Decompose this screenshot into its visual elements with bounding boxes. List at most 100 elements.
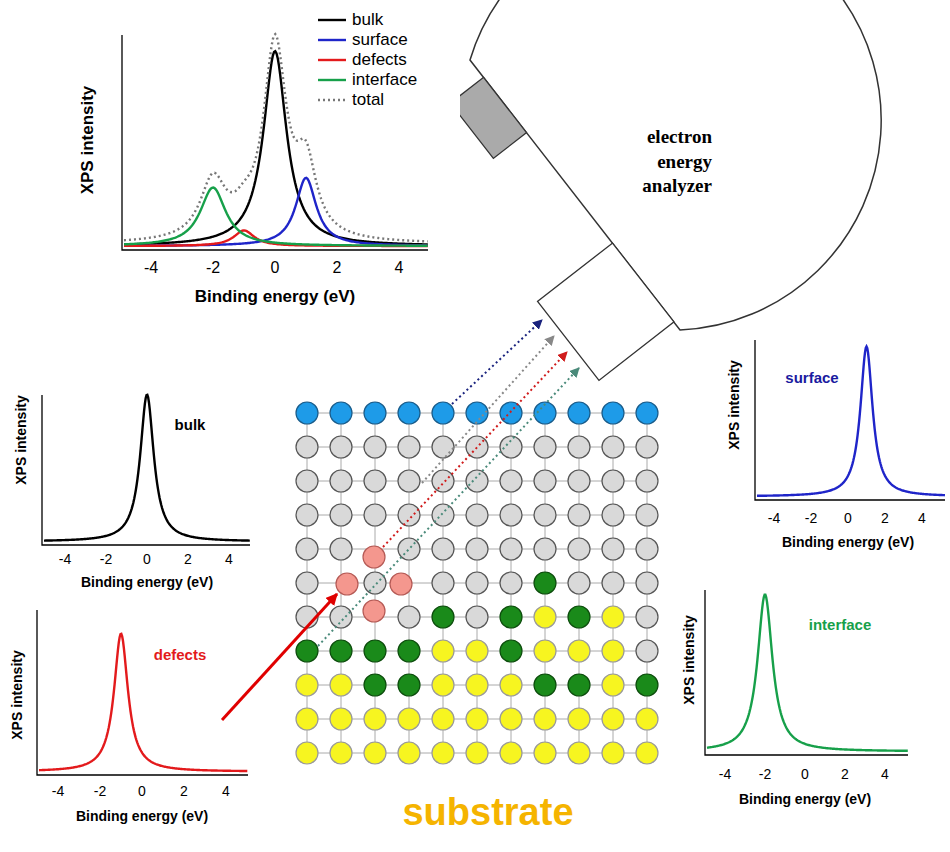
spectrum-plot xyxy=(37,610,248,775)
spectrum-plot xyxy=(755,340,945,500)
substrate-atom xyxy=(534,742,556,764)
substrate-atom xyxy=(432,640,454,662)
tick-label: 4 xyxy=(881,767,889,782)
photoelectron-arrow xyxy=(422,336,554,483)
panel-title: bulk xyxy=(175,417,206,434)
hemisphere xyxy=(470,0,881,330)
legend-line xyxy=(318,99,346,101)
bulk-atom xyxy=(296,470,318,492)
legend-text: defects xyxy=(352,50,407,70)
interface-atom xyxy=(330,640,352,662)
atom-lattice xyxy=(296,402,658,764)
bulk-atom xyxy=(602,436,624,458)
analyzer-shape: electron energy analyzer xyxy=(460,0,950,392)
substrate-atom xyxy=(364,742,386,764)
bulk-atom xyxy=(500,572,522,594)
bulk-atom xyxy=(636,538,658,560)
bulk-atom xyxy=(398,538,420,560)
tick-label: 0 xyxy=(801,767,809,782)
legend-sample xyxy=(318,70,348,90)
bulk-atom xyxy=(296,538,318,560)
bulk-atom xyxy=(296,436,318,458)
bulk-atom xyxy=(364,572,386,594)
defect-atom xyxy=(390,573,412,595)
photoelectron-paths xyxy=(318,320,579,646)
bulk-atom xyxy=(398,470,420,492)
legend-line xyxy=(318,39,346,41)
bulk-atom xyxy=(568,470,590,492)
axis-title: XPS intensity xyxy=(727,360,742,449)
bulk-atom xyxy=(534,436,556,458)
surface-atom xyxy=(364,402,386,424)
bulk-atom xyxy=(636,572,658,594)
substrate-atom xyxy=(568,640,590,662)
tick-label: -2 xyxy=(805,511,817,526)
legend-text: interface xyxy=(352,70,417,90)
peak-curve xyxy=(124,178,428,246)
bulk-atom xyxy=(534,538,556,560)
bulk-atom xyxy=(568,538,590,560)
bulk-atom xyxy=(636,606,658,628)
bulk-atom xyxy=(432,436,454,458)
bulk-atom xyxy=(500,504,522,526)
substrate-atom xyxy=(500,742,522,764)
bulk-atom xyxy=(602,504,624,526)
lens-tube xyxy=(538,243,674,380)
substrate-atom xyxy=(466,640,488,662)
substrate-atom xyxy=(296,708,318,730)
substrate-atom xyxy=(330,674,352,696)
axis-title: XPS intensity xyxy=(10,650,25,739)
region-label: substrate xyxy=(402,792,573,834)
surface-atom xyxy=(568,402,590,424)
peak-curve xyxy=(124,188,428,246)
interface-atom xyxy=(398,640,420,662)
tick-label: 2 xyxy=(881,511,889,526)
axis-title: Binding energy (eV) xyxy=(739,792,871,807)
substrate-atom xyxy=(602,674,624,696)
interface-atom xyxy=(500,606,522,628)
peak-curve xyxy=(757,347,945,496)
instrument-label: electron energy analyzer xyxy=(588,125,712,199)
bulk-atom xyxy=(330,436,352,458)
bulk-atom xyxy=(330,606,352,628)
bulk-atom xyxy=(636,640,658,662)
substrate-atom xyxy=(330,708,352,730)
substrate-atom xyxy=(364,708,386,730)
legend-text: surface xyxy=(352,30,408,50)
bulk-atom xyxy=(432,538,454,560)
defect-atom xyxy=(363,600,385,622)
bulk-atom xyxy=(296,504,318,526)
bulk-atom xyxy=(534,504,556,526)
substrate-atom xyxy=(534,640,556,662)
interface-atom xyxy=(432,606,454,628)
plot-axes xyxy=(37,610,248,775)
tick-label: 4 xyxy=(395,259,404,277)
surface-atom xyxy=(466,402,488,424)
bulk-atom xyxy=(636,436,658,458)
interface-atom xyxy=(296,640,318,662)
substrate-atom xyxy=(534,606,556,628)
tick-label: 2 xyxy=(841,767,849,782)
surface-atom xyxy=(432,402,454,424)
panel-title: interface xyxy=(809,617,872,634)
tick-label: 2 xyxy=(333,259,342,277)
substrate-atom xyxy=(296,674,318,696)
substrate-atom xyxy=(602,742,624,764)
bulk-atom xyxy=(398,606,420,628)
interface-atom xyxy=(636,674,658,696)
legend-text: bulk xyxy=(352,10,383,30)
legend-sample xyxy=(318,50,348,70)
tick-label: 4 xyxy=(225,552,233,567)
bulk-atom xyxy=(500,538,522,560)
spectrum-plot xyxy=(42,395,250,545)
plot-axes xyxy=(755,340,945,500)
substrate-atom xyxy=(602,606,624,628)
interface-atom xyxy=(568,674,590,696)
photoelectron-arrow xyxy=(452,320,542,404)
bulk-atom xyxy=(398,436,420,458)
photoelectron-arrow xyxy=(318,368,579,646)
substrate-atom xyxy=(466,742,488,764)
axis-title: Binding energy (eV) xyxy=(81,575,213,590)
pointer-arrow xyxy=(222,594,337,720)
legend-line xyxy=(318,19,346,21)
